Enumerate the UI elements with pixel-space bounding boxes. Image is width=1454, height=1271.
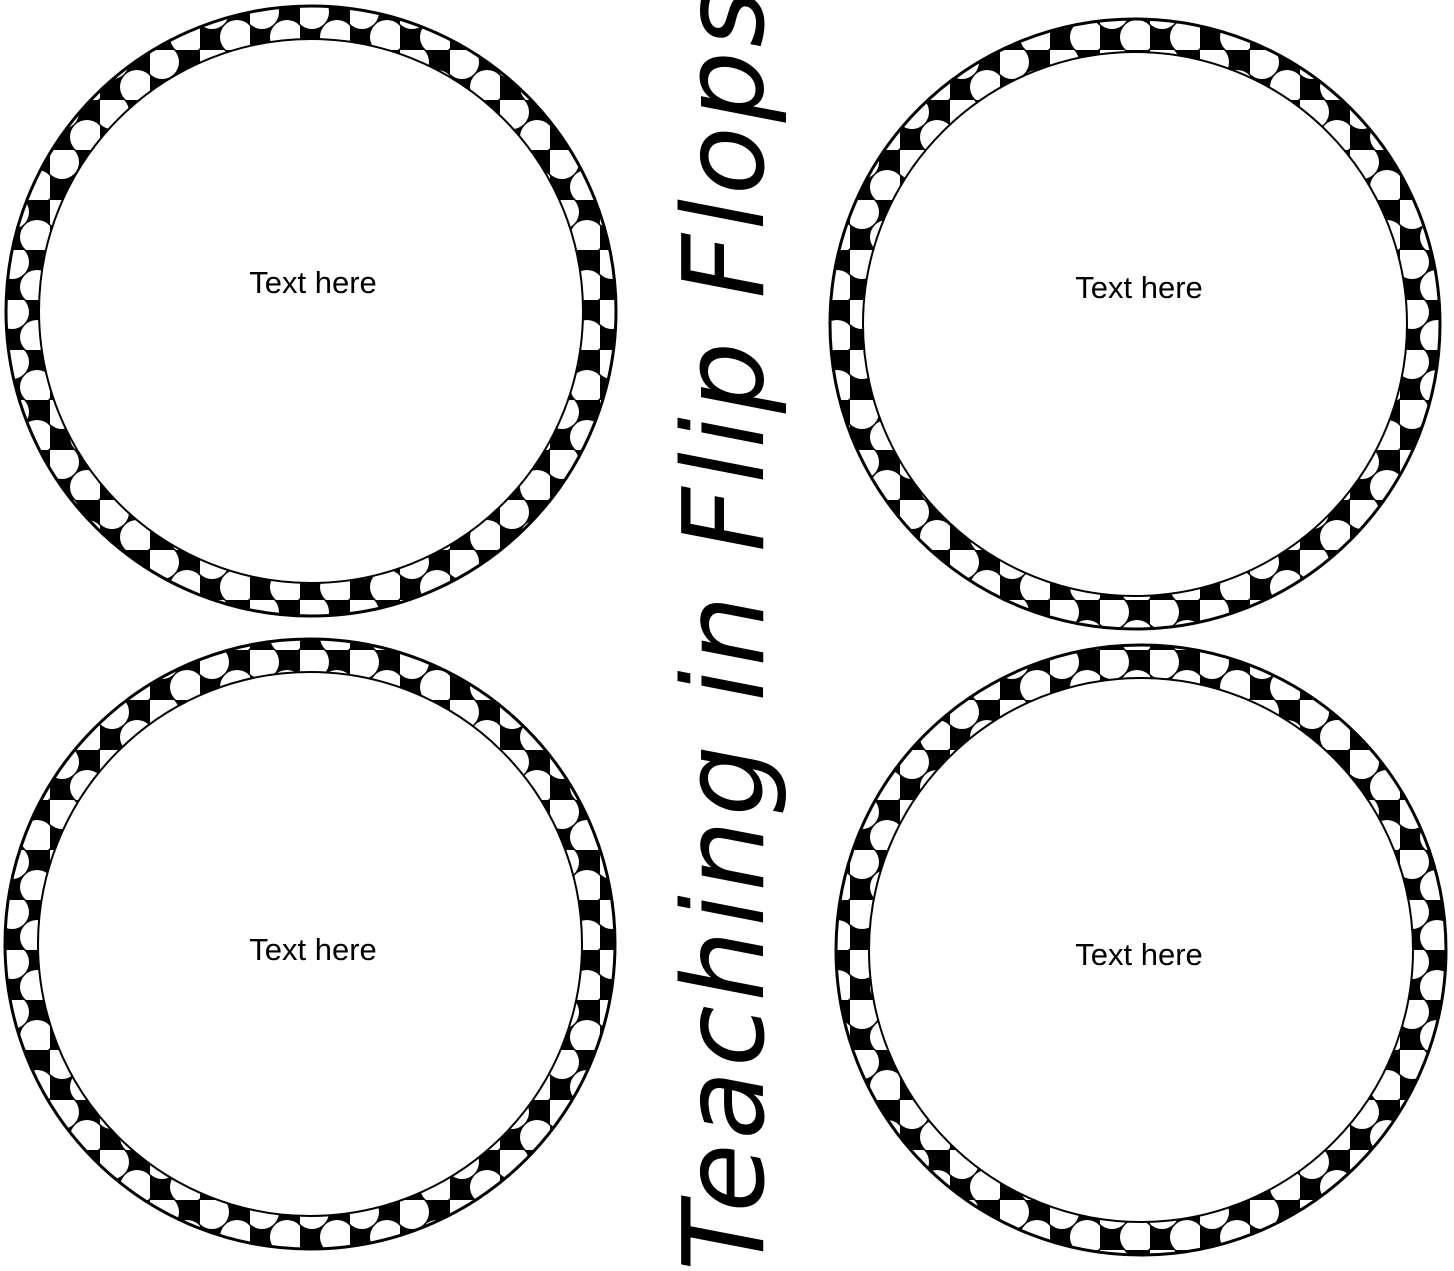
circle-label-bottom-right[interactable]: Text here: [1075, 937, 1203, 972]
vertical-title: Teaching in Flip Flops: [660, 0, 790, 1271]
inner-text-area: [37, 671, 583, 1217]
circle-label-top-right[interactable]: Text here: [1075, 270, 1203, 305]
circle-frame-top-right: [828, 17, 1442, 631]
circle-frame-bottom-right: [834, 643, 1448, 1257]
outer-edge: [4, 4, 618, 618]
inner-text-area: [868, 677, 1414, 1223]
circle-frame-top-left: [4, 4, 618, 618]
circle-label-bottom-left[interactable]: Text here: [249, 932, 377, 967]
circle-frame-bottom-left: [3, 637, 617, 1251]
circle-label-top-left[interactable]: Text here: [249, 265, 377, 300]
inner-text-area: [38, 38, 584, 584]
outer-edge: [828, 17, 1442, 631]
outer-edge: [834, 643, 1448, 1257]
outer-edge: [3, 637, 617, 1251]
inner-text-area: [862, 51, 1408, 597]
